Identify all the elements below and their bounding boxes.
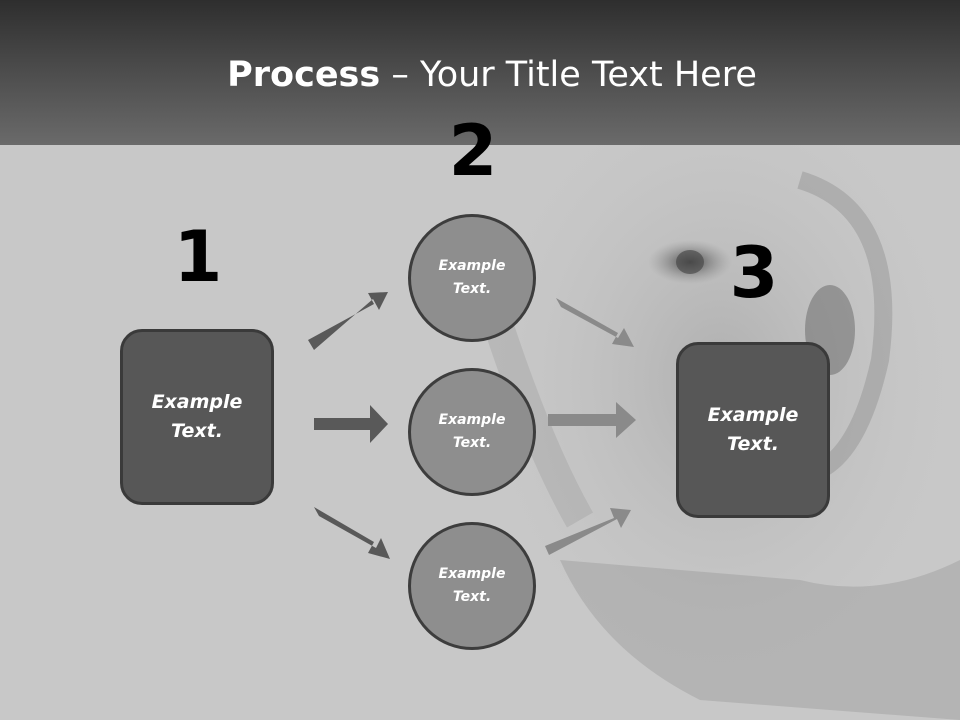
slide-title: Process – Your Title Text Here xyxy=(0,54,960,96)
title-rest: – Your Title Text Here xyxy=(380,55,757,95)
step2-circle-top: Example Text. xyxy=(408,214,536,342)
title-bold: Process xyxy=(227,55,381,95)
arrow-up-right-light-icon xyxy=(545,508,631,555)
step-number-2: 2 xyxy=(448,110,498,192)
arrow-up-right-icon xyxy=(308,292,388,350)
step3-box-label: Example Text. xyxy=(707,404,799,455)
title-bar xyxy=(0,0,960,145)
step1-box-label: Example Text. xyxy=(151,391,243,442)
arrow-right-light-icon xyxy=(548,402,636,438)
arrow-down-right-icon xyxy=(314,507,390,559)
circle-label: Example Text. xyxy=(438,258,506,297)
step-number-1: 1 xyxy=(173,216,223,298)
step1-box: Example Text. xyxy=(120,329,274,505)
circle-label: Example Text. xyxy=(438,412,506,451)
step3-box: Example Text. xyxy=(676,342,830,518)
step-number-3: 3 xyxy=(729,232,779,314)
circle-label: Example Text. xyxy=(438,566,506,605)
step2-circle-bottom: Example Text. xyxy=(408,522,536,650)
arrow-right-icon xyxy=(314,405,388,443)
arrow-down-right-light-icon xyxy=(556,298,634,347)
step2-circle-middle: Example Text. xyxy=(408,368,536,496)
